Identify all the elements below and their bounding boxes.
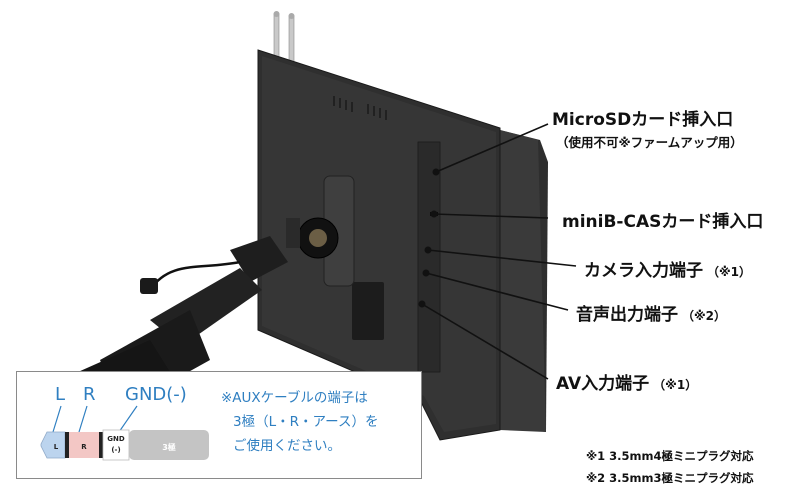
plug-diagram	[40, 405, 209, 461]
camera-input-text: カメラ入力端子	[584, 261, 703, 281]
bcas-slot-label: miniB-CASカード挿入口	[562, 212, 764, 232]
audio-output-note: （※2）	[682, 309, 727, 323]
microsd-slot-text: MicroSDカード挿入口	[552, 110, 734, 130]
plug-label-r: R	[83, 384, 96, 405]
audio-output-text: 音声出力端子	[576, 305, 678, 325]
segment-body-text: 3極	[162, 443, 176, 452]
plug-sleeve-gnd	[102, 429, 130, 461]
camera-input-note: （※1）	[707, 265, 752, 279]
aux-note-line-1: ※AUXケーブルの端子は	[221, 390, 368, 406]
av-input-text: AV入力端子	[556, 374, 650, 394]
aux-cable-note: ※AUXケーブルの端子は 3極（L・R・アース）を ご使用ください。	[221, 386, 379, 458]
av-input-note: （※1）	[653, 378, 698, 392]
footnotes: ※1 3.5mm4極ミニプラグ対応 ※2 3.5mm3極ミニプラグ対応	[586, 445, 754, 489]
plug-separator-1	[65, 432, 69, 458]
segment-gnd-text: GND	[107, 435, 125, 443]
aux-note-line-2: 3極（L・R・アース）を	[233, 414, 379, 430]
footnote-2: ※2 3.5mm3極ミニプラグ対応	[586, 471, 754, 485]
plug-label-gnd: GND(-)	[125, 384, 187, 405]
segment-r-text: R	[81, 443, 87, 451]
callout-lines	[421, 123, 577, 380]
segment-gnd-minus-text: (-)	[111, 446, 121, 454]
plug-body	[129, 430, 209, 460]
plug-ring-r	[69, 432, 99, 458]
plug-label-l: L	[55, 384, 66, 405]
audio-output-label: 音声出力端子 （※2）	[576, 300, 726, 325]
microsd-slot-label: MicroSDカード挿入口	[552, 105, 733, 130]
aux-note-line-3: ご使用ください。	[233, 438, 341, 454]
av-input-label: AV入力端子（※1）	[556, 369, 697, 394]
segment-l-text: L	[53, 443, 59, 451]
camera-input-label: カメラ入力端子 （※1）	[584, 256, 751, 281]
footnote-1: ※1 3.5mm4極ミニプラグ対応	[586, 449, 754, 463]
plug-separator-2	[99, 432, 103, 458]
microsd-slot-note: （使用不可※ファームアップ用）	[556, 135, 743, 150]
aux-plug-inset: L R GND(-) L R GND (-) 3極 ※AUXケーブルの端子は 3…	[16, 371, 422, 479]
